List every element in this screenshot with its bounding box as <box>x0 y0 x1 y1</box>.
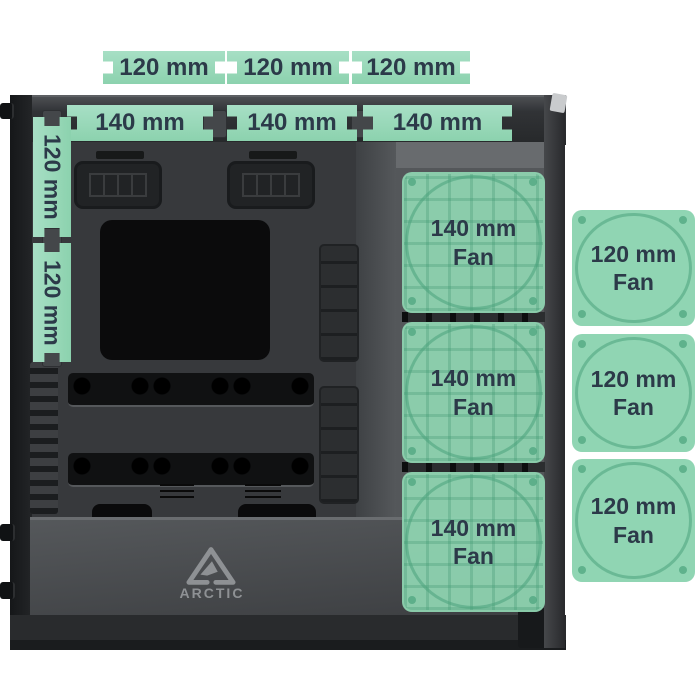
fan-screw-dots <box>578 216 586 224</box>
fan-screw-dots <box>578 465 586 473</box>
tab-label: 120 mm <box>39 259 66 346</box>
arctic-logo-text: ARCTIC <box>179 585 245 601</box>
tab-label: 120 mm <box>39 134 66 220</box>
cable-routing-slot <box>319 386 359 504</box>
vent-slots <box>245 484 281 498</box>
fan-circle <box>405 175 542 310</box>
fan-size-tab-mid-1: 140 mm <box>67 105 213 141</box>
fan-size-tab-top-1: 120 mm <box>103 51 225 84</box>
arctic-logo-icon <box>186 546 236 586</box>
drive-cage-opening <box>92 504 152 518</box>
tab-connector <box>42 228 62 256</box>
fan-size-tab-top-2: 120 mm <box>227 51 349 84</box>
tab-label: 140 mm <box>247 109 337 136</box>
fan-size-tab-mid-3: 140 mm <box>363 105 512 141</box>
cable-routing-slot <box>319 244 359 362</box>
thumbscrew <box>0 103 14 119</box>
cable-tab <box>96 151 144 159</box>
drive-cage-opening <box>238 504 316 518</box>
grommet-grid <box>242 173 300 197</box>
cable-grommet <box>227 161 315 209</box>
cable-tab <box>249 151 297 159</box>
pci-slot-covers <box>30 362 58 514</box>
tab-connector <box>42 110 62 128</box>
front-fan-frame-top <box>396 142 544 168</box>
vent-slots <box>160 484 194 498</box>
front-column <box>356 142 398 519</box>
fan-circle <box>405 475 542 609</box>
fan-size-tab-left-1: 120 mm <box>33 117 71 237</box>
case-bottom-lip <box>10 640 566 650</box>
tab-label: 120 mm <box>243 53 333 81</box>
fan-circle <box>575 213 692 323</box>
tab-label: 120 mm <box>119 53 209 81</box>
fan-size-tab-left-2: 120 mm <box>33 243 71 362</box>
fan-screw-dots <box>578 340 586 348</box>
cpu-cooler-cutout <box>100 220 270 360</box>
fan-screw-dots <box>408 478 416 486</box>
case-rear-rail <box>10 95 32 648</box>
grommet-grid <box>89 173 147 197</box>
thumbscrew <box>0 524 15 541</box>
tab-label: 140 mm <box>95 109 185 136</box>
tab-label: 120 mm <box>366 53 456 81</box>
fan-size-tab-top-3: 120 mm <box>352 51 470 84</box>
drive-mount-rail <box>68 453 314 487</box>
drive-mount-rail <box>68 373 314 407</box>
fan-circle <box>575 337 692 449</box>
fan-mount-rail <box>402 462 545 472</box>
case-front-rail <box>544 95 565 648</box>
fan-mount-rail <box>402 312 545 322</box>
top-panel-clip <box>549 92 568 114</box>
case-bottom-frame <box>10 615 566 643</box>
fan-size-tab-mid-2: 140 mm <box>227 105 357 141</box>
cable-grommet <box>74 161 162 209</box>
tab-label: 140 mm <box>392 109 483 136</box>
fan-screw-dots <box>408 178 416 186</box>
fan-circle <box>575 462 692 579</box>
fan-circle <box>405 325 542 460</box>
thumbscrew <box>0 582 15 599</box>
fan-screw-dots <box>408 328 416 336</box>
